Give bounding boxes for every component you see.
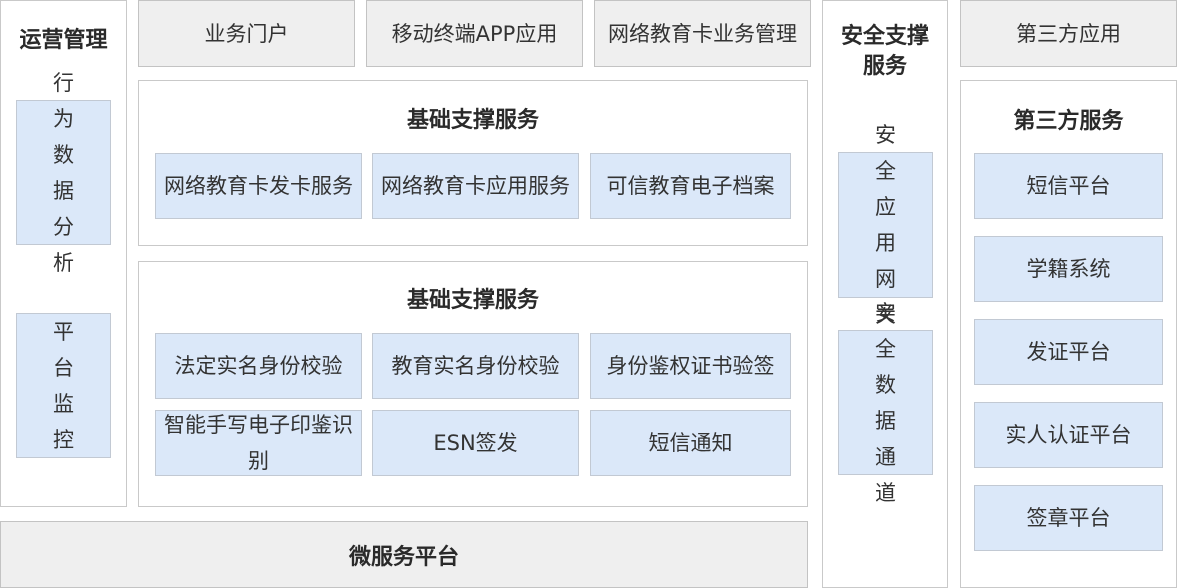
basic-services-title-1: 基础支撑服务	[406, 108, 539, 133]
top-bar-edu-card-management: 网络教育卡业务管理	[594, 0, 811, 67]
basic-services-title-2: 基础支撑服务	[406, 288, 539, 313]
security-item-label: 安全数据通道	[874, 300, 896, 505]
security-item-label: 安全应用网关	[874, 123, 896, 327]
third-party-services-title: 第三方服务	[1013, 109, 1124, 134]
security-app-gateway: 安全应用网关	[838, 123, 933, 327]
top-bar-mobile-app: 移动终端APP应用	[366, 0, 583, 67]
third-party-signature-platform: 签章平台	[974, 485, 1163, 551]
ops-item-behavior-analysis: 行为数据分析	[16, 71, 111, 275]
ops-management-title: 运营管理	[19, 28, 108, 53]
service-esn-issuing: ESN签发	[372, 410, 579, 476]
security-support-title-wrap: 安全支撑服务	[822, 20, 948, 84]
ops-item-label: 平台监控	[52, 319, 74, 452]
third-party-sms-platform: 短信平台	[974, 153, 1163, 219]
service-legal-identity-check: 法定实名身份校验	[155, 333, 362, 399]
third-party-certificate-platform: 发证平台	[974, 319, 1163, 385]
top-bar-business-portal: 业务门户	[138, 0, 355, 67]
security-support-title: 安全支撑服务	[840, 24, 929, 79]
third-party-student-status-system: 学籍系统	[974, 236, 1163, 302]
service-edu-card-application: 网络教育卡应用服务	[372, 153, 579, 219]
service-sms-notification: 短信通知	[590, 410, 791, 476]
ops-item-label: 行为数据分析	[52, 70, 74, 275]
microservice-platform-bar: 微服务平台	[0, 521, 808, 588]
service-trusted-edu-archive: 可信教育电子档案	[590, 153, 791, 219]
service-edu-card-issuing: 网络教育卡发卡服务	[155, 153, 362, 219]
third-party-real-person-auth: 实人认证平台	[974, 402, 1163, 468]
security-data-channel: 安全数据通道	[838, 301, 933, 505]
third-party-application-bar: 第三方应用	[960, 0, 1177, 67]
service-handwritten-seal-recognition: 智能手写电子印鉴识别	[155, 410, 362, 476]
service-edu-identity-check: 教育实名身份校验	[372, 333, 579, 399]
ops-item-platform-monitoring: 平台监控	[16, 313, 111, 458]
service-cert-signature-verify: 身份鉴权证书验签	[590, 333, 791, 399]
